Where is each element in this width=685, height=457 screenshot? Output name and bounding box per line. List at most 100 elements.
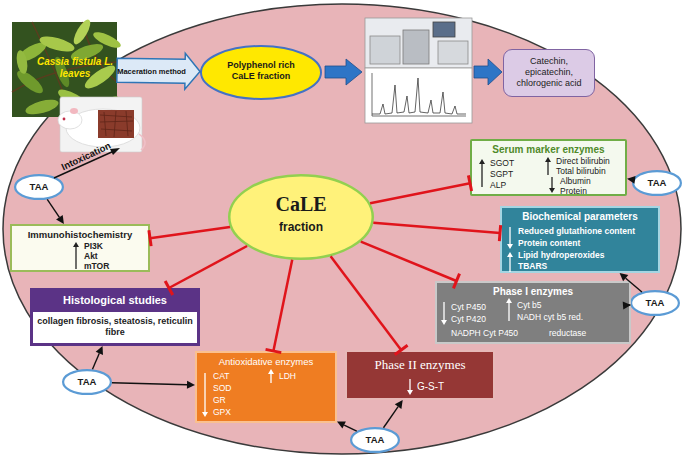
- inhibition-line: [373, 223, 500, 233]
- inhibition-bar: [468, 175, 471, 191]
- node-title: Histological studies: [33, 294, 197, 307]
- arrow-connector: [337, 421, 357, 431]
- chromatogram-panel: [365, 68, 472, 123]
- trend-arrow-head: [268, 369, 274, 374]
- instrument-photo: [365, 18, 472, 68]
- inhibition-bar: [149, 230, 151, 246]
- node-text: Cyt P420: [451, 314, 486, 324]
- taa-ellipse: TAA: [630, 290, 680, 316]
- trend-arrow-shaft: [204, 373, 205, 412]
- connector-line: [623, 304, 630, 306]
- node-text: Akt: [84, 251, 98, 261]
- node-text: mTOR: [84, 261, 109, 271]
- block-arrow: [117, 53, 200, 89]
- trend-arrow-head: [407, 390, 413, 395]
- inhibition-bar: [165, 281, 173, 295]
- inhibition-bar: [395, 345, 408, 355]
- arrow-connector: [620, 273, 642, 292]
- chromatogram-trace: [372, 78, 466, 114]
- leaf: [55, 86, 92, 114]
- arrow-head: [395, 400, 403, 409]
- leaf: [24, 97, 60, 117]
- inhibition-line: [331, 256, 402, 350]
- arrow-head: [337, 421, 346, 428]
- arrow-head: [627, 176, 636, 184]
- arrow-connector: [627, 176, 636, 184]
- leaf: [91, 29, 122, 51]
- node-text: SGPT: [490, 169, 513, 179]
- compound-box: Catechin, epicatechin, chlorogenic acid: [503, 49, 595, 97]
- node-title: TAA: [62, 376, 112, 387]
- node-title: Polyphenol rich CaLE fraction: [218, 60, 304, 82]
- trend-arrow-head: [506, 298, 512, 303]
- node-title: TAA: [14, 181, 64, 192]
- inhibition-line: [169, 246, 247, 288]
- instrument-unit: [370, 36, 400, 64]
- inhibition-connector: [331, 256, 408, 355]
- node-text: SOD: [213, 383, 231, 393]
- serum-box: Serum marker enzymesSGOTSGPTALP Direct bi…: [470, 139, 627, 196]
- arrow-connector: [47, 199, 64, 224]
- arrow-head: [623, 302, 631, 310]
- process-arrow: [117, 53, 200, 89]
- inhibition-line: [150, 227, 230, 238]
- leaf: [14, 67, 46, 97]
- node-text: G-S-T: [417, 381, 444, 393]
- connector-line: [633, 179, 635, 181]
- arrow-head: [96, 346, 103, 355]
- taa-ellipse: TAA: [350, 427, 400, 453]
- trend-arrow-shaft: [551, 177, 552, 188]
- extract-ellipse: Polyphenol rich CaLE fraction: [200, 45, 322, 100]
- connector-line: [112, 383, 187, 385]
- node-title: Serum marker enzymes: [472, 144, 625, 156]
- node-text: GPX: [213, 407, 231, 417]
- inhibition-connector: [370, 175, 471, 203]
- shape-outline: [228, 174, 374, 260]
- trend-arrow-head: [507, 252, 513, 257]
- inhibition-line: [273, 260, 292, 351]
- arrow-connector: [92, 346, 103, 369]
- taa-ellipse: TAA: [62, 369, 112, 395]
- trend-arrow-shaft: [547, 162, 548, 175]
- node-text: NADH cyt b5 red.: [517, 312, 583, 322]
- node-text: CAT: [213, 371, 229, 381]
- flow-arrow: [474, 59, 502, 85]
- immuno-box: ImmunohistochemistryPI3KAktmTOR: [10, 224, 150, 272]
- rat-ear: [70, 108, 78, 114]
- patch-texture: [100, 111, 133, 137]
- node-text: Direct bilirubin: [556, 156, 610, 166]
- trend-arrow-shaft: [270, 374, 271, 383]
- rat-tail: [139, 134, 145, 150]
- leaf: [92, 93, 123, 121]
- chart-axis: [372, 73, 373, 116]
- node-text: Cyt b5: [517, 300, 542, 310]
- leaf: [71, 17, 94, 46]
- leaf: [15, 49, 29, 74]
- ellipse-outline: [229, 175, 373, 259]
- node-text: SGOT: [490, 158, 514, 168]
- trend-arrow-head: [545, 157, 551, 162]
- phase2-box: Phase II enzymesG-S-T: [345, 350, 495, 400]
- node-text: TBARS: [518, 261, 547, 271]
- taa-ellipse: TAA: [632, 170, 682, 196]
- node-title: TAA: [630, 297, 680, 308]
- arrow-head: [187, 381, 195, 389]
- node-text: Total bilirubin: [556, 166, 606, 176]
- taa-ellipse: TAA: [14, 174, 64, 200]
- leaf: [38, 34, 76, 55]
- node-text: ALP: [490, 180, 506, 190]
- arrow-connector: [383, 400, 402, 428]
- arrow-head: [620, 273, 629, 281]
- frame-ellipse: [3, 4, 681, 454]
- node-text: Lipid hydroperoxides: [518, 250, 604, 260]
- instrument-unit: [438, 41, 468, 64]
- rat-eye: [63, 118, 66, 121]
- arrow-connector: [112, 381, 195, 389]
- connector-line: [383, 407, 398, 428]
- node-text: Reduced glutathione content: [518, 226, 635, 236]
- node-title: TAA: [350, 434, 400, 445]
- treatment-ellipse: CaLEfraction: [228, 174, 374, 260]
- inhibition-connector: [266, 260, 293, 353]
